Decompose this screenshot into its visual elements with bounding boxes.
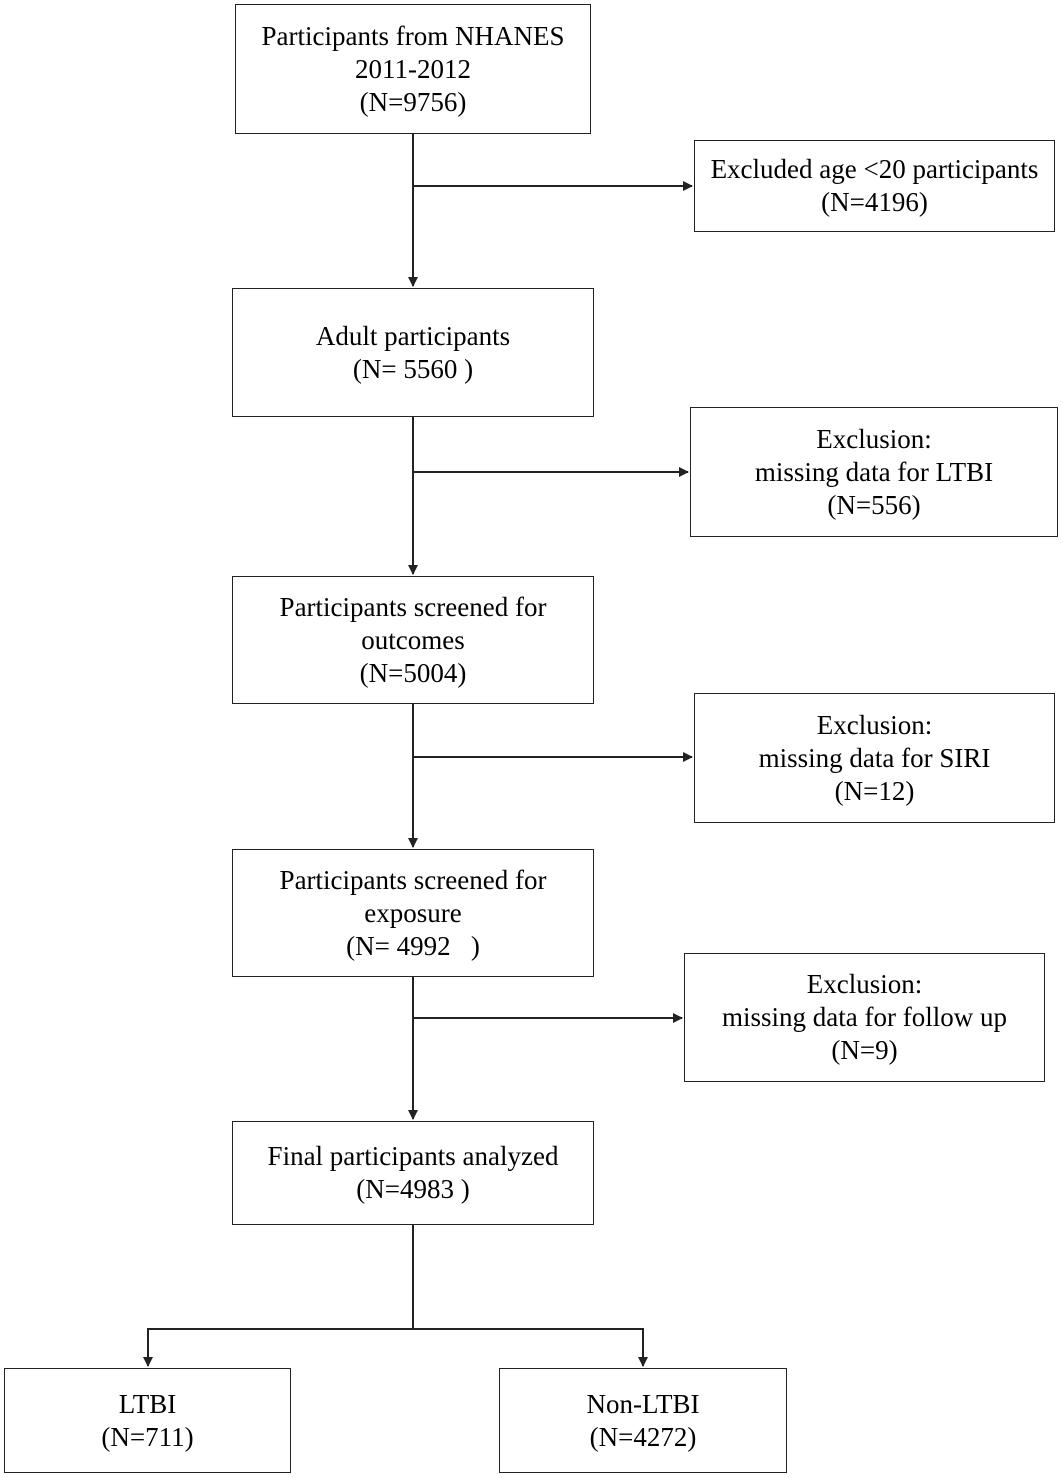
box-text-line: Participants screened for: [279, 864, 547, 895]
box-screened-exposure: Participants screened for exposure (N= 4…: [232, 849, 594, 977]
box-nhanes-participants: Participants from NHANES 2011-2012 (N=97…: [235, 4, 591, 134]
box-text-line: Participants screened for: [279, 591, 547, 622]
box-text-line: Exclusion:: [816, 423, 932, 454]
box-text-line: Exclusion:: [816, 709, 933, 740]
box-text-line: Non-LTBI: [586, 1388, 700, 1419]
box-text-line: missing data for follow up: [722, 1002, 1007, 1032]
box-text-line: Participants from NHANES: [261, 20, 565, 51]
box-text-line: (N=9756): [359, 86, 467, 117]
box-text-line: (N=4196): [821, 187, 928, 217]
box-exclusion-siri: Exclusion: missing data for SIRI (N=12): [694, 693, 1055, 823]
box-text-line: LTBI: [118, 1388, 177, 1419]
box-text-line: outcomes: [361, 624, 465, 655]
box-exclusion-ltbi: Exclusion: missing data for LTBI (N=556): [690, 407, 1058, 537]
box-text-line: (N= 4992 ): [346, 930, 480, 961]
box-text-line: (N=9): [831, 1035, 898, 1065]
box-text-line: Exclusion:: [806, 969, 923, 999]
box-text-line: (N=4983 ): [356, 1174, 470, 1204]
box-exclusion-age: Excluded age <20 participants (N=4196): [694, 140, 1055, 232]
box-text-line: (N=5004): [359, 657, 467, 688]
box-text-line: (N=711): [101, 1421, 194, 1452]
box-text-line: (N=4272): [589, 1421, 697, 1452]
box-text-line: exposure: [364, 897, 462, 928]
box-text-line: 2011-2012: [355, 53, 471, 84]
box-text-line: Final participants analyzed: [267, 1141, 559, 1171]
box-exclusion-followup: Exclusion: missing data for follow up (N…: [684, 953, 1045, 1082]
box-adult-participants: Adult participants (N= 5560 ): [232, 288, 594, 417]
box-text-line: (N=12): [834, 775, 915, 806]
box-text-line: Adult participants: [315, 320, 511, 351]
box-text-line: missing data for LTBI: [754, 456, 994, 487]
box-text-line: Excluded age <20 participants: [710, 154, 1039, 184]
box-text-line: missing data for SIRI: [758, 742, 991, 773]
box-final-participants: Final participants analyzed (N=4983 ): [232, 1121, 594, 1225]
box-text-line: (N= 5560 ): [352, 353, 474, 384]
box-text-line: (N=556): [827, 489, 921, 520]
box-group-non-ltbi: Non-LTBI (N=4272): [499, 1368, 787, 1473]
box-screened-outcomes: Participants screened for outcomes (N=50…: [232, 576, 594, 704]
box-group-ltbi: LTBI (N=711): [4, 1368, 291, 1473]
